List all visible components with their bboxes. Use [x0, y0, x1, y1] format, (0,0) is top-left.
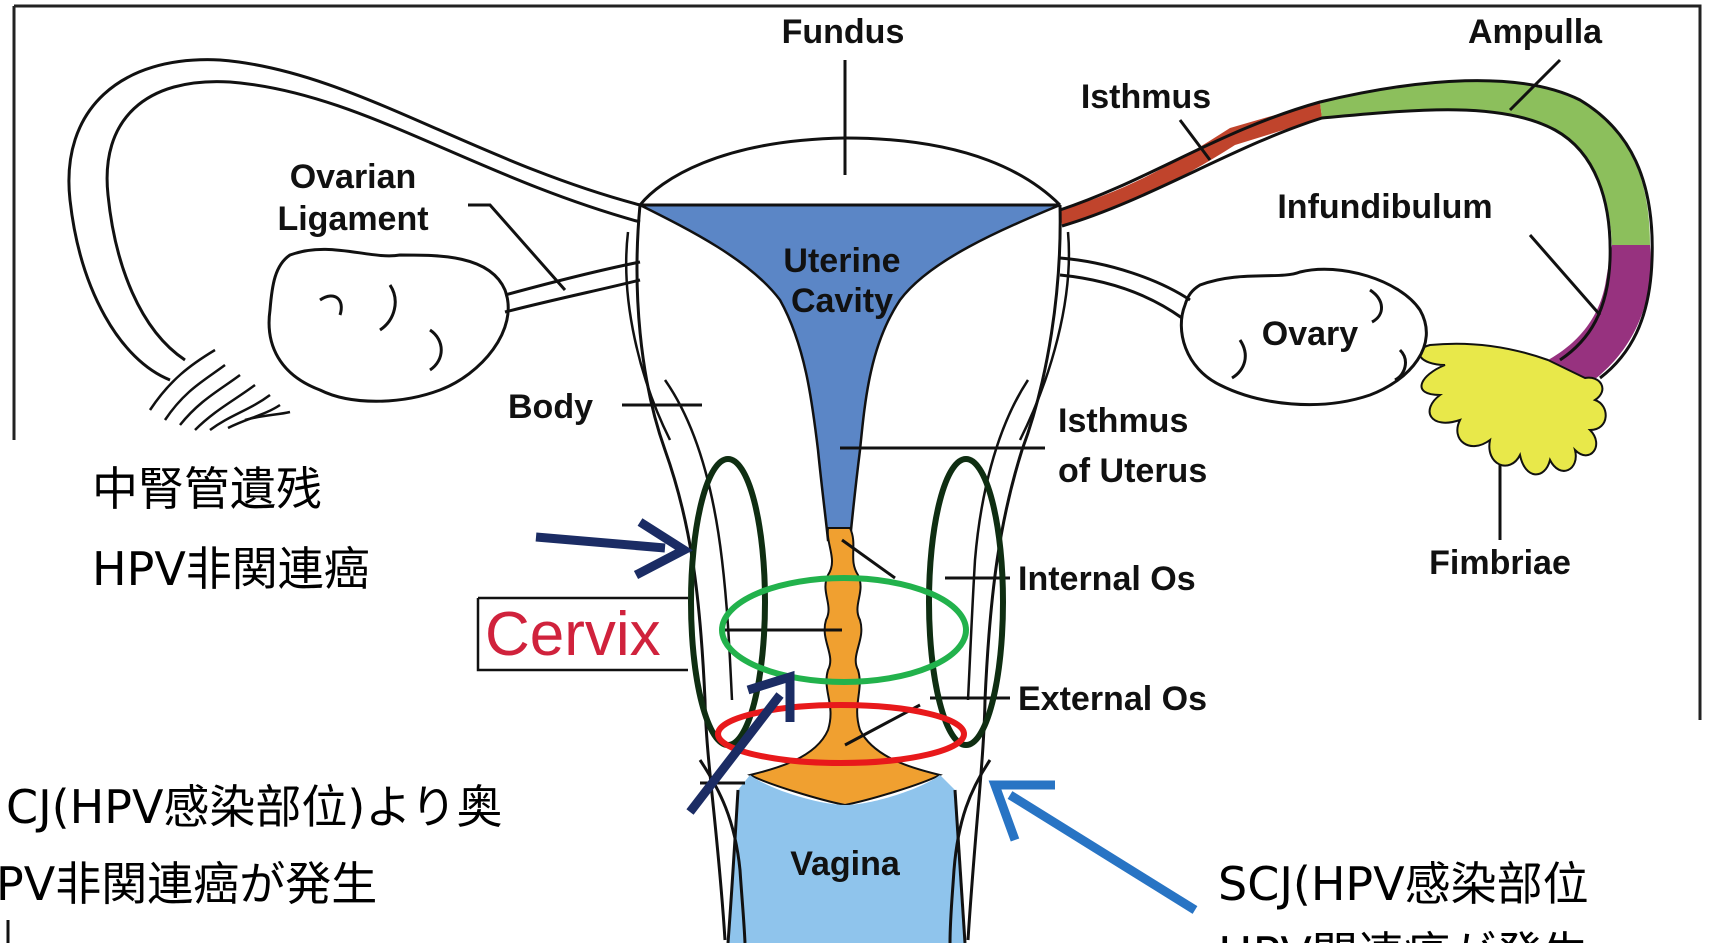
label-ampulla: Ampulla [1468, 13, 1603, 51]
label-isthmus-uterus-1: Isthmus [1058, 402, 1188, 440]
arrow-scj [995, 785, 1195, 910]
annotation-mesonephric-2: HPV非関連癌 [92, 542, 370, 596]
arrow-mesonephric [536, 522, 684, 575]
annotation-deep-scj-2: PV非関連癌が発生 [0, 857, 377, 911]
label-uterine-2: Cavity [791, 282, 893, 320]
annotation-deep-scj-1: CJ(HPV感染部位)より奥 [6, 780, 502, 834]
label-isthmus-uterus-2: of Uterus [1058, 452, 1207, 490]
annotation-mesonephric-1: 中腎管遺残 [92, 462, 322, 516]
left-fimbriae [150, 350, 290, 430]
label-external-os: External Os [1018, 680, 1207, 718]
label-internal-os: Internal Os [1018, 560, 1196, 598]
right-ovarian-ligament [1060, 258, 1190, 318]
label-fundus: Fundus [782, 13, 905, 51]
label-isthmus: Isthmus [1081, 78, 1211, 116]
label-cervix: Cervix [485, 600, 661, 669]
label-ovarian-1: Ovarian [290, 158, 417, 196]
label-body: Body [508, 388, 593, 426]
label-vagina: Vagina [790, 845, 901, 883]
annotation-scj-2: HPV関連癌が発生 [1218, 927, 1588, 943]
annotation-scj-1: SCJ(HPV感染部位 [1218, 857, 1589, 911]
infundibulum-leader [1530, 235, 1600, 315]
label-ovarian-2: Ligament [277, 200, 428, 238]
label-fimbriae: Fimbriae [1429, 544, 1571, 582]
left-ovarian-ligament [505, 262, 640, 312]
left-mesonephric-ellipse [691, 459, 765, 745]
left-ovary [269, 249, 508, 401]
label-infundibulum: Infundibulum [1277, 188, 1492, 226]
label-uterine-1: Uterine [783, 242, 900, 280]
label-ovary: Ovary [1262, 315, 1358, 353]
